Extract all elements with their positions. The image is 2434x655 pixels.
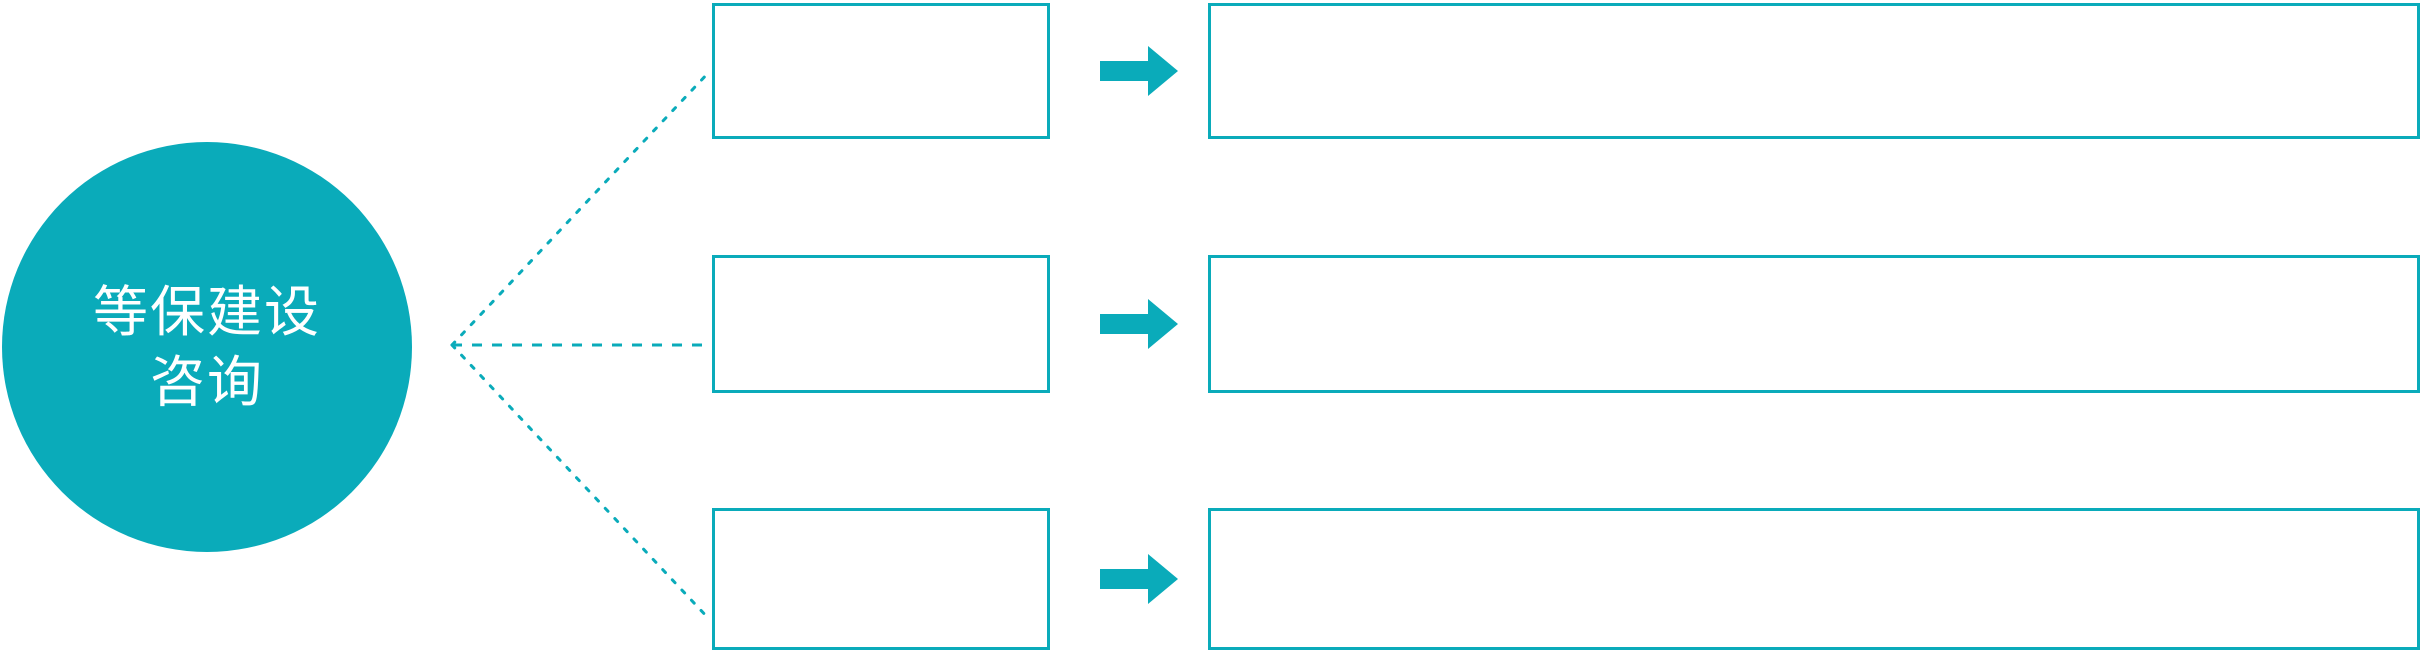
flow-arrow-2 xyxy=(1100,299,1178,349)
detail-box-2[interactable] xyxy=(1208,255,2420,393)
stage-box-1[interactable] xyxy=(712,3,1050,139)
hub-circle[interactable]: 等保建设 咨询 xyxy=(2,142,412,552)
hub-label-line2: 咨询 xyxy=(149,351,264,413)
detail-box-1[interactable] xyxy=(1208,3,2420,139)
flow-arrow-3 xyxy=(1100,554,1178,604)
hub-label-line1: 等保建设 xyxy=(92,280,321,343)
connector-line-3 xyxy=(450,343,712,622)
connector-line-1 xyxy=(450,69,712,347)
detail-box-3[interactable] xyxy=(1208,508,2420,650)
stage-box-2[interactable] xyxy=(712,255,1050,393)
flow-arrow-1 xyxy=(1100,46,1178,96)
stage-box-3[interactable] xyxy=(712,508,1050,650)
